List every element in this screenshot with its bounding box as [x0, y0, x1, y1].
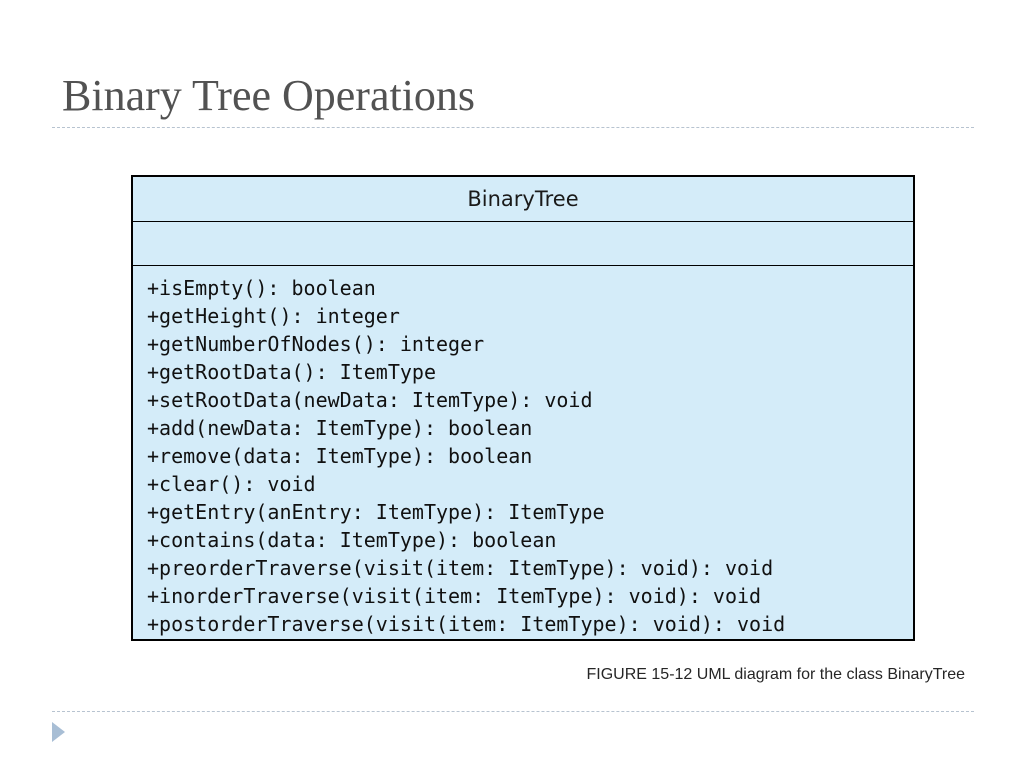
uml-operation: +isEmpty(): boolean: [147, 276, 376, 300]
uml-operation: +remove(data: ItemType): boolean: [147, 444, 533, 468]
uml-operation: +setRootData(newData: ItemType): void: [147, 388, 593, 412]
uml-operation: +clear(): void: [147, 472, 316, 496]
uml-operation: +contains(data: ItemType): boolean: [147, 528, 557, 552]
uml-operation: +getEntry(anEntry: ItemType): ItemType: [147, 500, 605, 524]
top-divider: [52, 127, 974, 128]
uml-class-name: BinaryTree: [133, 177, 913, 222]
uml-operation: +add(newData: ItemType): boolean: [147, 416, 533, 440]
uml-operation: +postorderTraverse(visit(item: ItemType)…: [147, 612, 786, 636]
figure-caption: FIGURE 15-12 UML diagram for the class B…: [586, 666, 966, 683]
bottom-divider: [52, 711, 974, 712]
uml-operation: +getHeight(): integer: [147, 304, 400, 328]
slide-title: Binary Tree Operations: [62, 71, 476, 120]
uml-operation: +inorderTraverse(visit(item: ItemType): …: [147, 584, 762, 608]
uml-operation: +getRootData(): ItemType: [147, 360, 436, 384]
uml-operation: +preorderTraverse(visit(item: ItemType):…: [147, 556, 774, 580]
uml-operation: +getNumberOfNodes(): integer: [147, 332, 485, 356]
uml-class-box: BinaryTree +isEmpty(): boolean +getHeigh…: [131, 175, 915, 641]
uml-attributes-section: [133, 222, 913, 266]
uml-operations-section: +isEmpty(): boolean +getHeight(): intege…: [133, 266, 913, 638]
triangle-right-icon: [52, 722, 65, 742]
